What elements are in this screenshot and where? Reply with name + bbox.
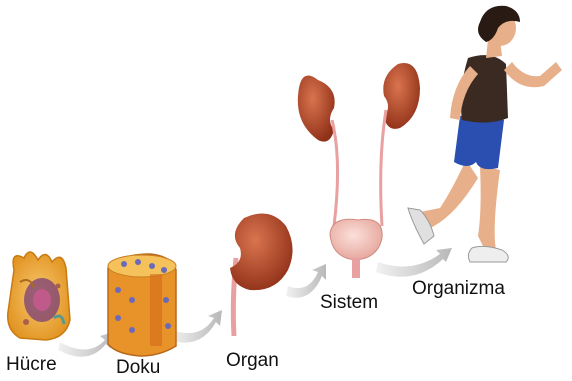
label-cell: Hücre bbox=[6, 354, 57, 376]
tissue-illustration bbox=[108, 254, 176, 356]
label-tissue: Doku bbox=[116, 357, 160, 379]
organism-runner-illustration bbox=[408, 6, 562, 262]
arrow-tissue-to-organ bbox=[170, 310, 222, 343]
system-urinary-illustration bbox=[298, 63, 420, 278]
arrow-cell-to-tissue bbox=[58, 332, 114, 357]
cell-illustration bbox=[8, 252, 70, 340]
label-organism: Organizma bbox=[412, 278, 505, 300]
organ-kidney-illustration bbox=[230, 214, 293, 337]
label-system: Sistem bbox=[320, 292, 378, 314]
label-organ: Organ bbox=[226, 350, 279, 372]
arrow-system-to-organism bbox=[376, 248, 452, 277]
